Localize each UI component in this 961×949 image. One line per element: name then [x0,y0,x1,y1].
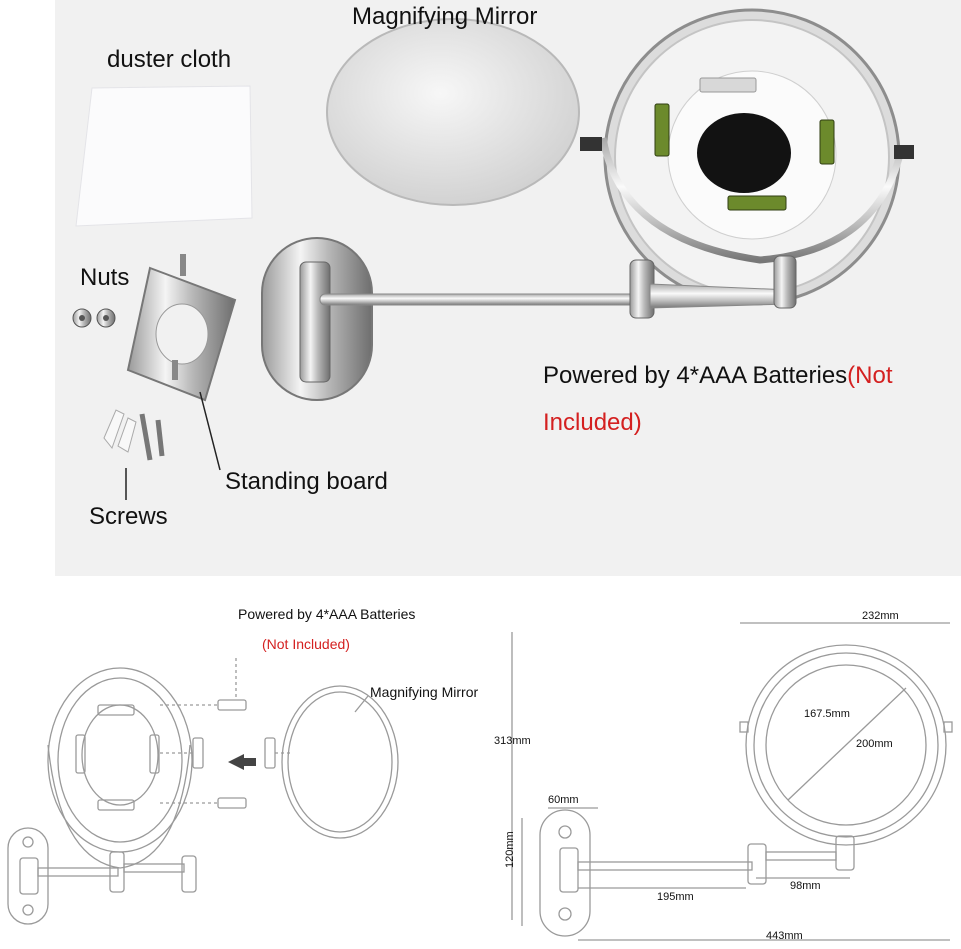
dim-443mm: 443mm [766,930,803,942]
not-included-text-part1: (Not [847,362,893,389]
not-included-text-part2: Included) [543,409,642,436]
standing-board-image [126,254,237,471]
screws-image [103,409,165,500]
dim-98mm: 98mm [790,880,821,892]
magnifying-mirror-image [326,18,580,206]
dim-313mm: 313mm [494,735,531,747]
screws-label: Screws [89,503,168,530]
dim-232mm: 232mm [862,610,899,622]
diagram-magnifying-mirror-label: Magnifying Mirror [370,684,479,700]
duster-cloth-image [75,85,253,227]
arrow-icon [228,754,256,770]
powered-text: Powered by 4*AAA Batteries [543,362,848,389]
standing-board-label: Standing board [225,468,388,495]
nuts-label: Nuts [80,264,130,291]
wall-arm-image [261,237,797,401]
powered-label: Powered by 4*AAA Batteries(Not [543,362,893,390]
magnifying-mirror-label: Magnifying Mirror [352,3,538,30]
mirror-housing-image [580,8,914,306]
dim-60mm: 60mm [548,794,579,806]
dim-195mm: 195mm [657,891,694,903]
dim-200mm: 200mm [856,738,893,750]
diagram-not-included-label: (Not Included) [262,636,350,652]
product-photo-illustration [72,8,914,500]
nuts-image [72,308,116,328]
dim-167-5mm: 167.5mm [804,708,850,720]
dim-120mm: 120mm [504,831,516,868]
diagram-powered-label: Powered by 4*AAA Batteries [238,606,416,622]
duster-cloth-label: duster cloth [107,46,232,73]
